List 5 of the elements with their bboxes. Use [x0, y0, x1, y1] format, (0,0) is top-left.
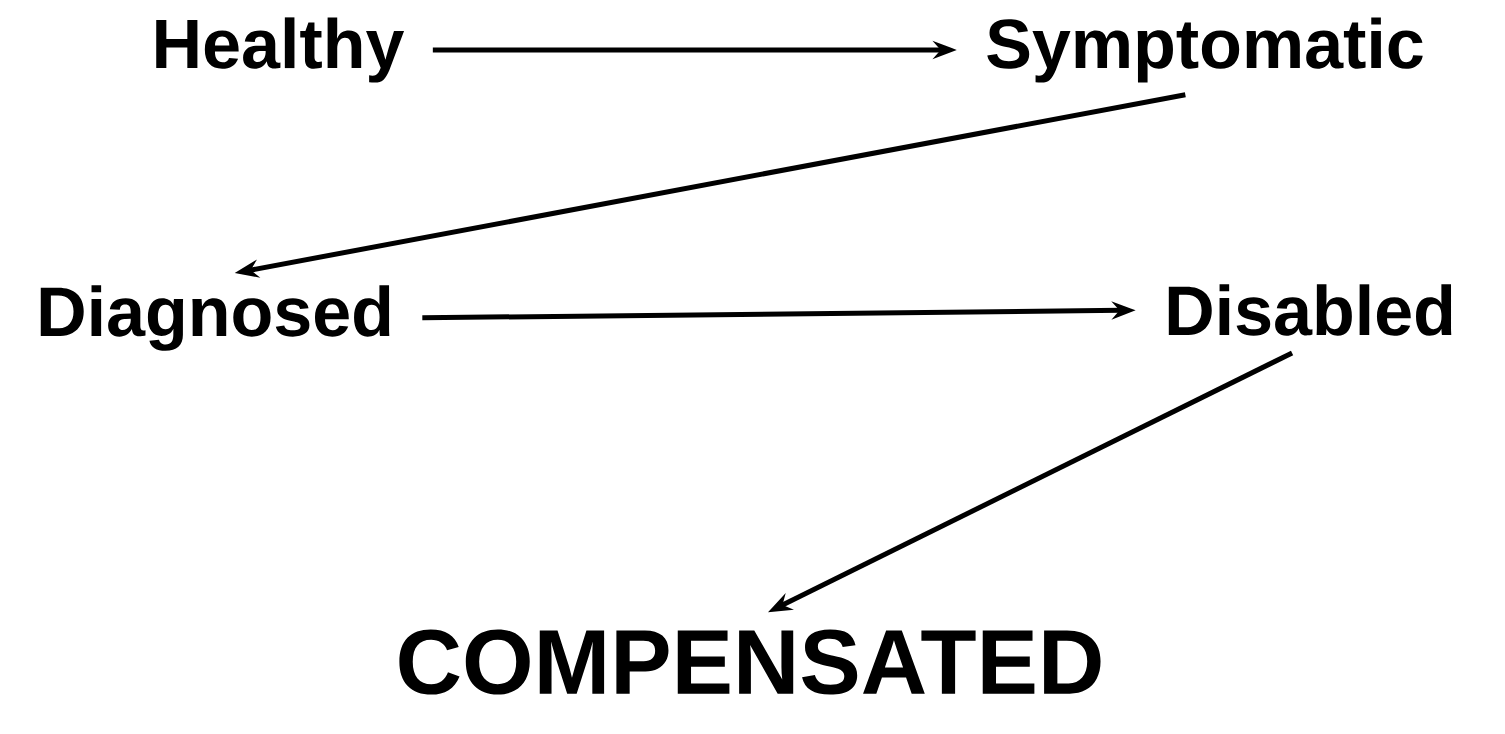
state-label: COMPENSATED	[399, 629, 1101, 695]
state-label: Healthy	[156, 17, 405, 83]
state-label: Symptomatic	[987, 17, 1423, 83]
state-label: Disabled	[1168, 284, 1452, 336]
state-label: Diagnosed	[40, 285, 390, 351]
